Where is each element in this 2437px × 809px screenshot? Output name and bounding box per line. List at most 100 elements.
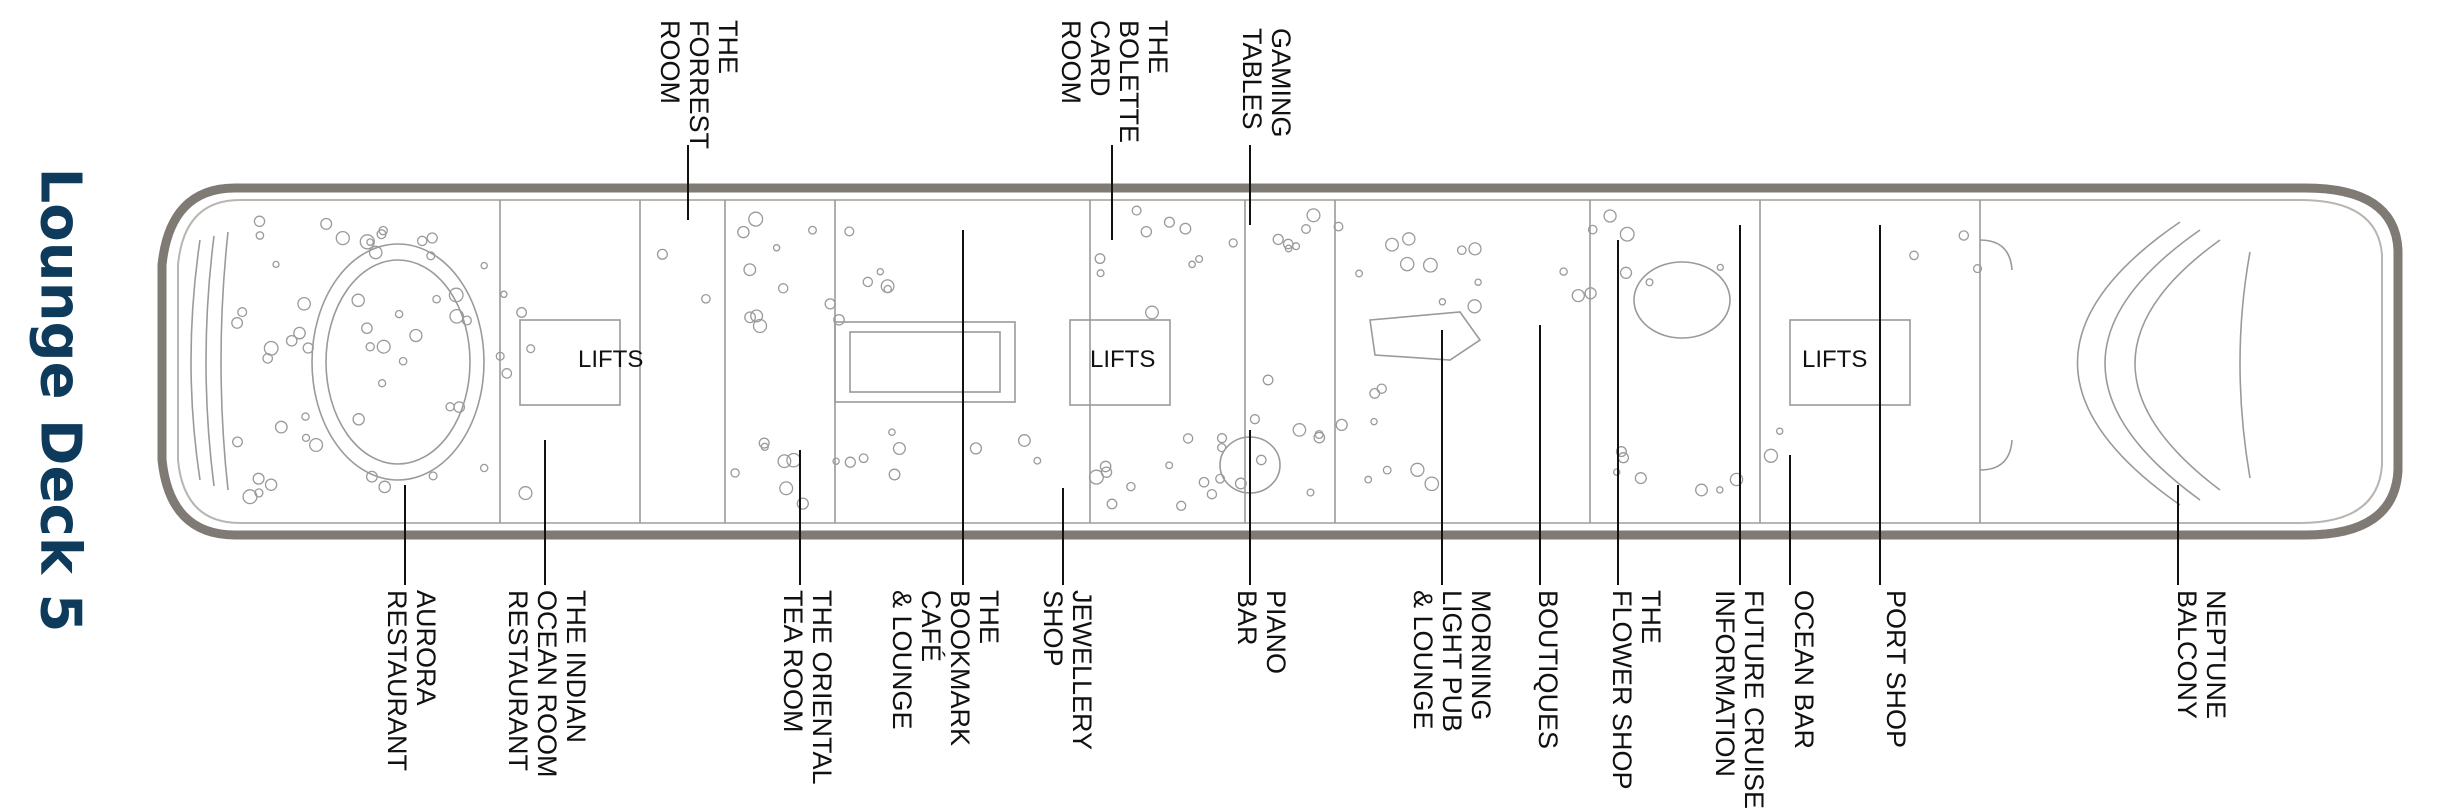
- table-glyph: [1234, 477, 1247, 490]
- table-glyph: [1385, 237, 1399, 252]
- table-glyph: [237, 307, 248, 318]
- table-glyph: [1179, 222, 1192, 235]
- table-glyph: [252, 472, 265, 485]
- table-glyph: [426, 251, 436, 261]
- table-glyph: [744, 311, 757, 324]
- table-glyph: [365, 470, 378, 483]
- lift-label-1: LIFTS: [578, 346, 644, 373]
- table-glyph: [376, 339, 391, 354]
- table-glyph: [1099, 460, 1112, 473]
- table-glyph: [232, 436, 243, 448]
- table-glyph: [1163, 216, 1175, 228]
- table-glyph: [1096, 269, 1105, 278]
- table-glyph: [656, 248, 668, 260]
- table-glyph: [876, 267, 885, 276]
- table-glyph: [750, 309, 764, 323]
- table-glyph: [1292, 423, 1307, 437]
- table-glyph: [254, 488, 264, 498]
- lift-label-2: LIFTS: [1090, 346, 1156, 373]
- table-glyph: [297, 296, 311, 311]
- table-glyph: [1272, 233, 1284, 246]
- neptune-theatre: [2134, 239, 2221, 491]
- table-glyph: [416, 235, 428, 247]
- table-glyph: [1584, 287, 1597, 300]
- table-glyph: [777, 283, 789, 294]
- table-glyph: [1571, 288, 1585, 303]
- table-glyph: [320, 217, 333, 230]
- table-glyph: [772, 244, 781, 252]
- table-glyph: [1335, 418, 1348, 432]
- table-glyph: [1033, 456, 1042, 465]
- table-glyph: [1249, 414, 1261, 425]
- table-glyph: [1716, 486, 1724, 494]
- table-glyph: [262, 353, 274, 364]
- table-glyph: [1126, 481, 1136, 492]
- table-glyph: [758, 437, 770, 449]
- table-glyph: [1215, 473, 1226, 484]
- table-glyph: [1909, 250, 1919, 261]
- table-glyph: [352, 413, 365, 426]
- hull-inner: [177, 199, 2383, 524]
- table-glyph: [752, 318, 768, 334]
- table-glyph: [1188, 260, 1196, 269]
- table-glyph: [1262, 374, 1274, 386]
- label-boutiques-text: BOUTIQUES: [1533, 590, 1563, 750]
- table-glyph: [1145, 305, 1159, 320]
- table-glyph: [1467, 299, 1482, 314]
- table-glyph: [274, 420, 288, 434]
- table-glyph: [1603, 209, 1617, 223]
- table-glyph: [449, 308, 465, 324]
- table-glyph: [1195, 254, 1204, 264]
- table-glyph: [365, 342, 375, 352]
- table-glyph: [1695, 483, 1708, 497]
- table-glyph: [272, 260, 280, 269]
- table-glyph: [808, 225, 817, 235]
- table-glyph: [1100, 466, 1113, 478]
- table-glyph: [1284, 244, 1293, 253]
- table-glyph: [1422, 257, 1438, 273]
- table-glyph: [1399, 256, 1415, 272]
- table-glyph: [1131, 205, 1142, 216]
- table-glyph: [833, 313, 845, 326]
- table-glyph: [264, 478, 278, 491]
- table-glyph: [1165, 461, 1174, 470]
- table-glyph: [1206, 488, 1218, 500]
- table-glyph: [301, 433, 311, 443]
- table-glyph: [1301, 224, 1311, 234]
- table-glyph: [748, 211, 764, 227]
- table-glyph: [501, 368, 513, 379]
- table-glyph: [1088, 469, 1104, 485]
- table-glyph: [448, 287, 464, 303]
- table-glyph: [777, 454, 792, 469]
- table-glyph: [1313, 431, 1326, 444]
- table-glyph: [824, 298, 836, 310]
- lift-shaft-3: [1789, 319, 1911, 406]
- lift-shaft-1: [519, 319, 621, 406]
- lift-label-3: LIFTS: [1802, 346, 1868, 373]
- lift-shaft-2: [1069, 319, 1171, 406]
- table-glyph: [377, 379, 387, 388]
- table-glyph: [293, 326, 306, 340]
- table-glyph: [1559, 267, 1568, 276]
- table-glyph: [1729, 472, 1744, 487]
- deck-plan: [157, 145, 2403, 585]
- table-glyph: [368, 245, 383, 260]
- table-glyph: [730, 468, 740, 478]
- table-glyph: [1364, 475, 1373, 484]
- aurora-oval: [325, 259, 471, 465]
- table-glyph: [1333, 221, 1344, 232]
- table-glyph: [1645, 278, 1654, 287]
- table-glyph: [1198, 476, 1210, 488]
- table-glyph: [1017, 434, 1031, 447]
- table-glyph: [888, 428, 896, 437]
- table-glyph: [495, 351, 505, 361]
- label-ocean-bar-text: OCEAN BAR: [1789, 590, 1819, 750]
